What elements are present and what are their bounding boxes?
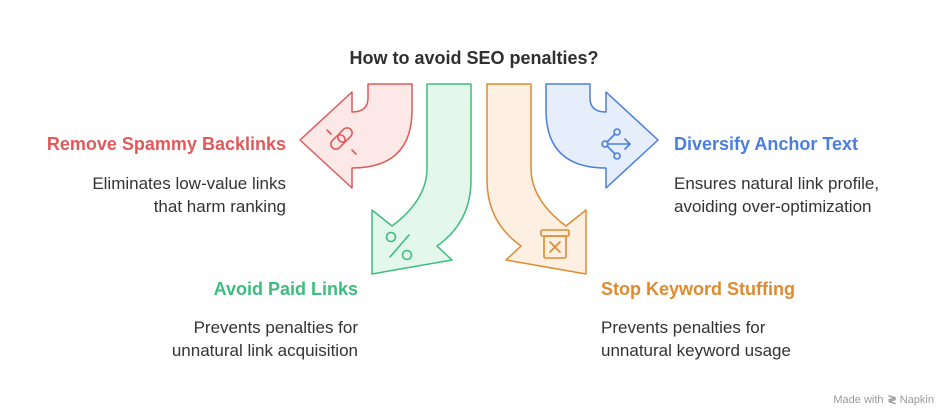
stop-keyword-stuffing-heading: Stop Keyword Stuffing [601, 279, 795, 299]
napkin-logo-icon: ≷ [887, 394, 897, 406]
green-arrow [371, 83, 472, 275]
orange-arrow [486, 83, 587, 275]
stop-keyword-stuffing-description: Prevents penalties for unnatural keyword… [601, 316, 791, 362]
avoid-paid-links-description: Prevents penalties for unnatural link ac… [172, 316, 358, 362]
description-line: Prevents penalties for [193, 318, 358, 337]
description-line: avoiding over-optimization [674, 197, 872, 216]
remove-spammy-backlinks-heading: Remove Spammy Backlinks [46, 134, 286, 154]
description-line: unnatural link acquisition [171, 341, 358, 360]
footer-prefix: Made with [833, 394, 884, 406]
remove-spammy-backlinks-description: Eliminates low-value links that harm ran… [92, 172, 286, 218]
blue-arrow [545, 83, 659, 189]
description-line: Prevents penalties for [601, 318, 766, 337]
description-line: unnatural keyword usage [601, 341, 791, 360]
made-with-napkin-badge[interactable]: Made with≷Napkin [833, 393, 934, 406]
red-arrow [299, 83, 413, 189]
percent-icon [385, 231, 413, 261]
diversify-anchor-text-description: Ensures natural link profile, avoiding o… [674, 172, 879, 218]
delete-box-icon [540, 229, 570, 259]
diagram-title: How to avoid SEO penalties? [349, 48, 599, 68]
footer-brand: Napkin [899, 394, 934, 406]
avoid-paid-links-heading: Avoid Paid Links [213, 279, 358, 299]
share-nodes-icon [601, 128, 632, 160]
description-line: Eliminates low-value links [92, 174, 286, 193]
description-line: Ensures natural link profile, [674, 174, 880, 193]
description-line: that harm ranking [153, 197, 286, 216]
diversify-anchor-text-heading: Diversify Anchor Text [674, 134, 859, 154]
broken-link-icon [326, 127, 357, 155]
